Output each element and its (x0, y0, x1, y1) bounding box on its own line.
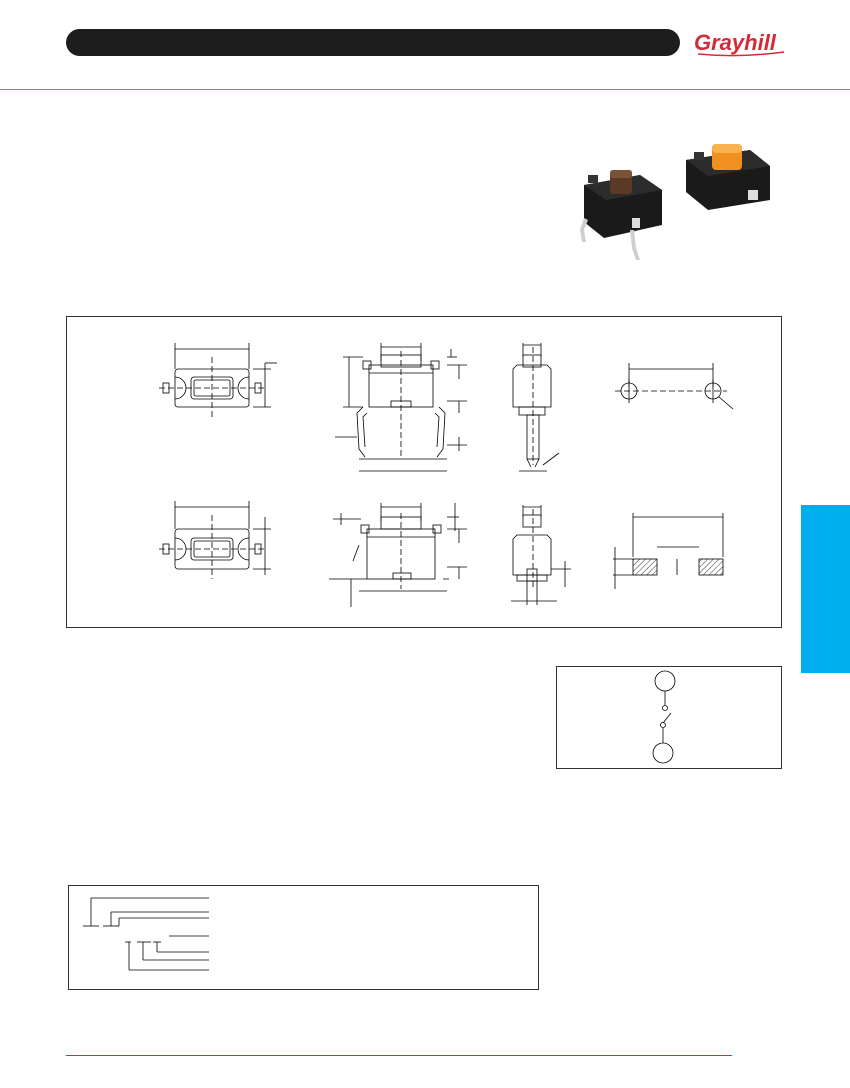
orange-actuator-switch (686, 144, 770, 210)
svg-text:Grayhill: Grayhill (694, 30, 777, 55)
front-view-2 (329, 503, 467, 607)
header-bar (66, 29, 680, 56)
front-view-1 (335, 343, 467, 472)
dimensional-drawing (66, 316, 782, 628)
terminal-top (654, 670, 676, 692)
header-rule (0, 89, 850, 90)
switch-contact-bottom (660, 722, 666, 728)
grayhill-logo: Grayhill (694, 30, 785, 57)
side-view-1 (512, 343, 560, 472)
product-photo (580, 144, 770, 260)
top-view-2 (159, 501, 271, 579)
pcb-layout-2 (613, 513, 724, 589)
terminal-bottom (652, 742, 674, 764)
pcb-layout-1 (615, 363, 734, 410)
switch-contact-top (662, 705, 668, 711)
circuit-schematic (556, 666, 782, 769)
brown-actuator-switch (580, 170, 662, 260)
side-view-2 (511, 505, 571, 605)
section-tab (801, 505, 850, 673)
ordering-diagram (68, 885, 539, 990)
switch-blade (662, 712, 672, 724)
top-view-1 (159, 343, 277, 417)
footer-rule (66, 1055, 732, 1056)
